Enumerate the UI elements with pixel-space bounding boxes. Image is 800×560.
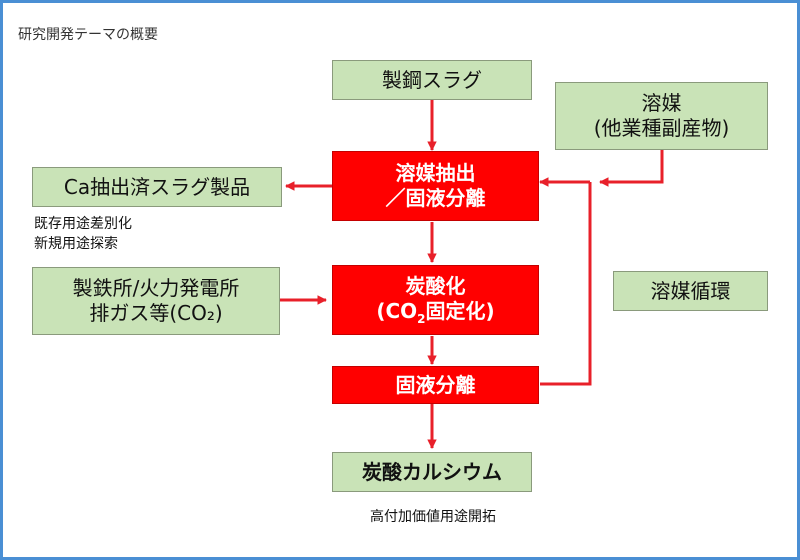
note-differentiation: 既存用途差別化 [34, 216, 132, 232]
page-title: 研究開発テーマの概要 [18, 27, 158, 43]
ca-extracted-slag-product-box: Ca抽出済スラグ製品 [32, 167, 282, 207]
separation-label: 固液分離 [395, 372, 476, 397]
steel-slag-box: 製鋼スラグ [332, 60, 532, 100]
solvent-source-label: (他業種副産物) [593, 116, 730, 140]
carbonation-label-line2: (CO2固定化) [376, 298, 495, 326]
calcium-carbonate-box: 炭酸カルシウム [332, 452, 532, 492]
carbonation-label-line1: 炭酸化 [405, 273, 466, 298]
source-label-line2: 排ガス等(CO₂) [89, 301, 223, 325]
calcium-carbonate-label: 炭酸カルシウム [362, 459, 502, 484]
arrow-solvent-in [599, 148, 664, 187]
arrow-solvent-recycle [540, 182, 592, 386]
solvent-cycle-box: 溶媒循環 [613, 271, 768, 311]
steel-slag-label: 製鋼スラグ [382, 67, 482, 92]
solvent-extraction-box: 溶媒抽出 ／固液分離 [332, 151, 539, 221]
solvent-box: 溶媒 (他業種副産物) [555, 82, 768, 150]
extraction-label-line1: 溶媒抽出 [395, 161, 476, 185]
ca-product-notes: 既存用途差別化 新規用途探索 [34, 214, 132, 255]
source-label-line1: 製鉄所/火力発電所 [72, 276, 240, 300]
extraction-label-line2: ／固液分離 [385, 186, 486, 210]
co2-source-box: 製鉄所/火力発電所 排ガス等(CO₂) [32, 267, 280, 335]
solid-liquid-separation-box: 固液分離 [332, 366, 539, 404]
ca-product-label: Ca抽出済スラグ製品 [63, 174, 251, 199]
solvent-label: 溶媒 [641, 91, 682, 115]
solvent-cycle-label: 溶媒循環 [650, 278, 731, 303]
caco3-note: 高付加価値用途開拓 [370, 509, 496, 525]
note-new-applications: 新規用途探索 [34, 236, 118, 253]
carbonation-box: 炭酸化 (CO2固定化) [332, 265, 539, 335]
